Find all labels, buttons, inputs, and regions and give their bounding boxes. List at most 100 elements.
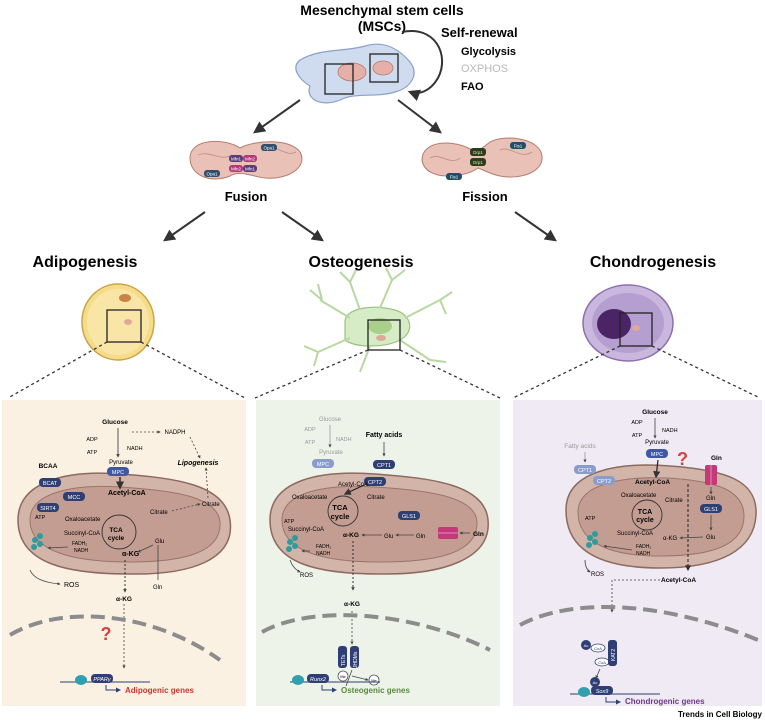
chondro-question-mark: ? bbox=[677, 449, 688, 469]
adipo-glu: Glu bbox=[155, 539, 164, 545]
mfn2b-label: Mfn2 bbox=[231, 167, 242, 172]
chondro-nadh2: NADH bbox=[636, 551, 651, 557]
chondro-oxaloacetate: Oxaloacetate bbox=[621, 493, 657, 499]
osteo-mpc: MPC bbox=[317, 462, 329, 468]
adipo-acetyl-coa: Acetyl-CoA bbox=[108, 490, 146, 497]
chondro-sox9: Sox9 bbox=[596, 689, 609, 695]
msc-subtitle: (MSCs) bbox=[358, 18, 406, 34]
chondro-coa-b: CoA bbox=[598, 660, 606, 665]
chondro-coa-a: CoA bbox=[594, 646, 602, 651]
adipo-atp2: ATP bbox=[35, 515, 46, 521]
chondrocyte-icon bbox=[582, 284, 674, 362]
chondro-cycle: cycle bbox=[636, 517, 654, 524]
chondro-ros: ROS bbox=[591, 572, 604, 578]
chondro-glucose: Glucose bbox=[642, 409, 668, 416]
adipo-pyruvate: Pyruvate bbox=[109, 460, 133, 466]
msc-title: Mesenchymal stem cells bbox=[300, 2, 464, 18]
adipo-oxaloacetate: Oxaloacetate bbox=[65, 517, 101, 523]
osteo-nuclear-envelope bbox=[261, 613, 491, 652]
osteo-glu: Glu bbox=[384, 534, 393, 540]
osteo-pyruvate: Pyruvate bbox=[319, 450, 343, 456]
chondro-gln: Gln bbox=[706, 496, 715, 502]
osteo-akg: α-KG bbox=[343, 532, 359, 539]
fis1-a-label: Fis1 bbox=[514, 144, 523, 149]
osteo-fatty-acids: Fatty acids bbox=[366, 432, 403, 439]
adipo-genes: Adipogenic genes bbox=[125, 686, 194, 695]
chondro-fadh2: FADH₂ bbox=[636, 544, 651, 550]
opa1-b-label: Opa1 bbox=[206, 172, 218, 177]
fissioning-mitochondrion-icon bbox=[421, 137, 543, 180]
osteo-gls1: GLS1 bbox=[402, 514, 416, 520]
adipo-atp-synthase-icon bbox=[31, 533, 43, 550]
osteo-tca: TCA bbox=[332, 503, 348, 512]
adipo-nadh2: NADH bbox=[74, 548, 89, 554]
self-renewal-label: Self-renewal bbox=[441, 25, 518, 40]
adipo-mcc: MCC bbox=[68, 495, 81, 501]
arrow-to-fission bbox=[397, 99, 442, 134]
osteo-genes: Osteogenic genes bbox=[341, 686, 410, 695]
osteocyte-icon bbox=[303, 267, 453, 373]
osteo-atp-synthase-icon bbox=[286, 535, 298, 552]
adipogenesis-title: Adipogenesis bbox=[33, 254, 138, 271]
adipo-adp: ADP bbox=[86, 437, 98, 443]
adipo-sirt4: SIRT4 bbox=[40, 506, 56, 512]
osteogenesis-title: Osteogenesis bbox=[309, 254, 414, 271]
osteo-atp2: ATP bbox=[284, 519, 295, 525]
adipo-bcaa: BCAA bbox=[39, 463, 58, 470]
fis1-b-label: Fis1 bbox=[450, 175, 459, 180]
osteo-oxaloacetate: Oxaloacetate bbox=[292, 495, 328, 501]
arrow-to-fusion bbox=[253, 99, 301, 134]
opa1-a-label: Opa1 bbox=[263, 146, 275, 151]
chondro-acetyl-coa-out: Acetyl-CoA bbox=[661, 577, 696, 584]
chondro-acetyl-coa: Acetyl-CoA bbox=[635, 479, 670, 486]
adipo-citrate-out: Citrate bbox=[202, 502, 220, 508]
osteo-cycle: cycle bbox=[331, 512, 350, 521]
adipo-cycle: cycle bbox=[108, 535, 125, 542]
osteo-adp: ADP bbox=[304, 427, 316, 433]
chondro-genes: Chondrogenic genes bbox=[625, 697, 705, 706]
chondro-ac-a: Ac bbox=[584, 643, 589, 648]
chondro-glu: Glu bbox=[706, 535, 715, 541]
adipo-lipogenesis: Lipogenesis bbox=[178, 460, 219, 467]
chondro-fatty-acids: Fatty acids bbox=[564, 443, 596, 450]
chondro-nadh: NADH bbox=[662, 428, 678, 434]
msc-cell-icon bbox=[295, 43, 415, 104]
osteo-jhdms: JHDMs bbox=[353, 651, 359, 668]
chondro-gln-out: Gln bbox=[711, 455, 722, 462]
chondro-akg: α-KG bbox=[663, 536, 677, 542]
arrow-fusion-to-osteo bbox=[281, 211, 324, 242]
osteo-nadh2: NADH bbox=[316, 551, 331, 557]
chondro-atp-synthase-icon bbox=[586, 531, 598, 548]
osteo-succinyl: Succinyl-CoA bbox=[288, 527, 324, 533]
osteo-fadh2: FADH₂ bbox=[316, 544, 331, 550]
osteo-runx2: Runx2 bbox=[310, 677, 326, 683]
mfn2-label: Mfn2 bbox=[245, 157, 256, 162]
arrow-to-chondro bbox=[514, 211, 557, 242]
adipo-succinyl: Succinyl-CoA bbox=[64, 531, 100, 537]
mfn1-label: Mfn1 bbox=[231, 157, 242, 162]
osteo-gln: Gln bbox=[416, 534, 425, 540]
adipo-pparg: PPARγ bbox=[93, 677, 112, 683]
chondro-nuclear-envelope bbox=[519, 604, 759, 642]
adipo-akg-out: α-KG bbox=[116, 596, 132, 603]
osteo-acetyl-coa: Acetyl-CoA bbox=[338, 482, 368, 488]
adipo-nadh: NADH bbox=[127, 446, 143, 452]
chondro-citrate: Citrate bbox=[665, 498, 683, 504]
osteo-glucose: Glucose bbox=[319, 417, 342, 423]
osteo-gln-transporter-icon bbox=[438, 527, 458, 539]
chondro-ac-b: Ac bbox=[593, 680, 598, 685]
osteo-atp: ATP bbox=[305, 440, 316, 446]
adipo-akg: α-KG bbox=[122, 551, 140, 558]
oxphos-label: OXPHOS bbox=[461, 63, 508, 75]
adipo-mpc: MPC bbox=[112, 470, 124, 476]
self-renewal-arrow bbox=[401, 29, 444, 101]
chondro-atp: ATP bbox=[632, 433, 643, 439]
fao-label: FAO bbox=[461, 81, 484, 93]
osteo-ros: ROS bbox=[300, 573, 313, 579]
osteo-akg-out: α-KG bbox=[344, 601, 360, 608]
chondro-succinyl: Succinyl-CoA bbox=[617, 531, 653, 537]
adipo-gln: Gln bbox=[153, 585, 162, 591]
journal-brand: Trends in Cell Biology bbox=[678, 710, 763, 719]
osteo-mitochondrion bbox=[269, 472, 489, 575]
